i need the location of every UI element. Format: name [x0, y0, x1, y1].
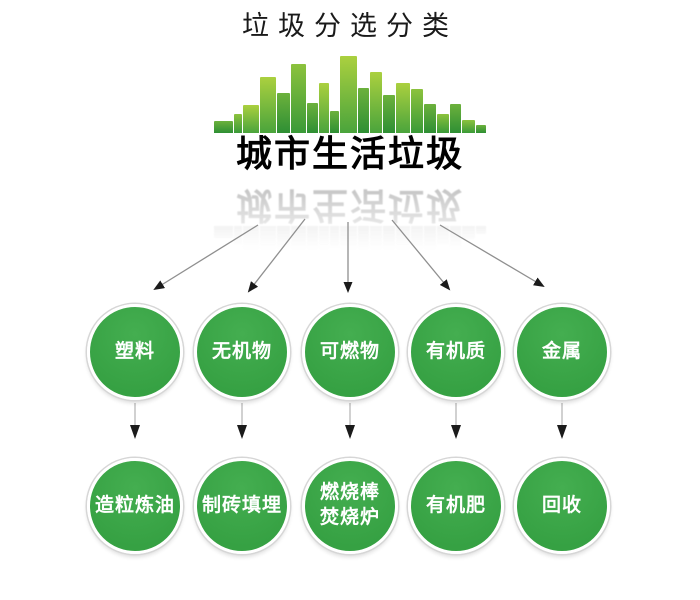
skyline-bar	[330, 111, 339, 133]
category-label-metal: 金属	[541, 340, 582, 362]
skyline-bar	[383, 95, 395, 133]
category-circle-inorganic: 无机物	[194, 304, 290, 400]
category-circle-organic: 有机质	[408, 304, 504, 400]
category-label-inorganic: 无机物	[211, 340, 272, 362]
skyline-bar	[450, 104, 461, 133]
arrow-source-to-plastic	[153, 224, 259, 291]
skyline-bar	[260, 77, 276, 133]
destination-label-granulation-oil: 造粒炼油	[94, 494, 175, 516]
skyline-bar	[396, 83, 410, 133]
destination-label-organic-fertilizer: 有机肥	[425, 494, 486, 516]
category-circle-combustible: 可燃物	[302, 304, 398, 400]
skyline-bar	[291, 64, 306, 133]
category-circle-plastic: 塑料	[87, 304, 183, 400]
skyline-bar	[319, 83, 329, 133]
category-label-combustible: 可燃物	[319, 340, 380, 362]
skyline-bar	[437, 114, 449, 133]
skyline-bar	[243, 105, 259, 133]
destination-circle-granulation-oil: 造粒炼油	[87, 458, 183, 554]
arrow-source-to-organic	[391, 219, 451, 291]
page-title: 垃圾分选分类	[242, 11, 458, 42]
arrow-source-to-inorganic	[247, 218, 306, 293]
category-circle-metal: 金属	[514, 304, 610, 400]
category-label-plastic: 塑料	[114, 340, 155, 362]
destination-label-brick-landfill: 制砖填埋	[201, 494, 282, 516]
destination-circle-organic-fertilizer: 有机肥	[408, 458, 504, 554]
skyline-bar	[462, 120, 475, 133]
destination-circle-recycle: 回收	[514, 458, 610, 554]
destination-label-incinerator: 燃烧棒焚烧炉	[319, 482, 380, 528]
skyline-bar	[234, 114, 242, 133]
destination-label-recycle: 回收	[541, 494, 582, 516]
skyline-bar	[307, 103, 318, 133]
skyline-bar	[358, 88, 369, 133]
destination-circle-incinerator: 燃烧棒焚烧炉	[302, 458, 398, 554]
city-waste-logo: 城市生活垃圾	[0, 56, 700, 173]
skyline-bar	[411, 89, 423, 133]
skyline-bar	[476, 125, 486, 133]
skyline-bar	[424, 104, 436, 133]
category-label-organic: 有机质	[425, 340, 486, 362]
skyline-bar	[277, 93, 290, 133]
arrow-source-to-metal	[439, 224, 545, 288]
destination-circle-brick-landfill: 制砖填埋	[194, 458, 290, 554]
skyline-bar	[340, 56, 357, 133]
city-skyline-graphic	[0, 56, 700, 133]
source-label: 城市生活垃圾	[235, 133, 464, 174]
skyline-bar	[214, 121, 233, 133]
skyline-bar	[370, 72, 382, 133]
